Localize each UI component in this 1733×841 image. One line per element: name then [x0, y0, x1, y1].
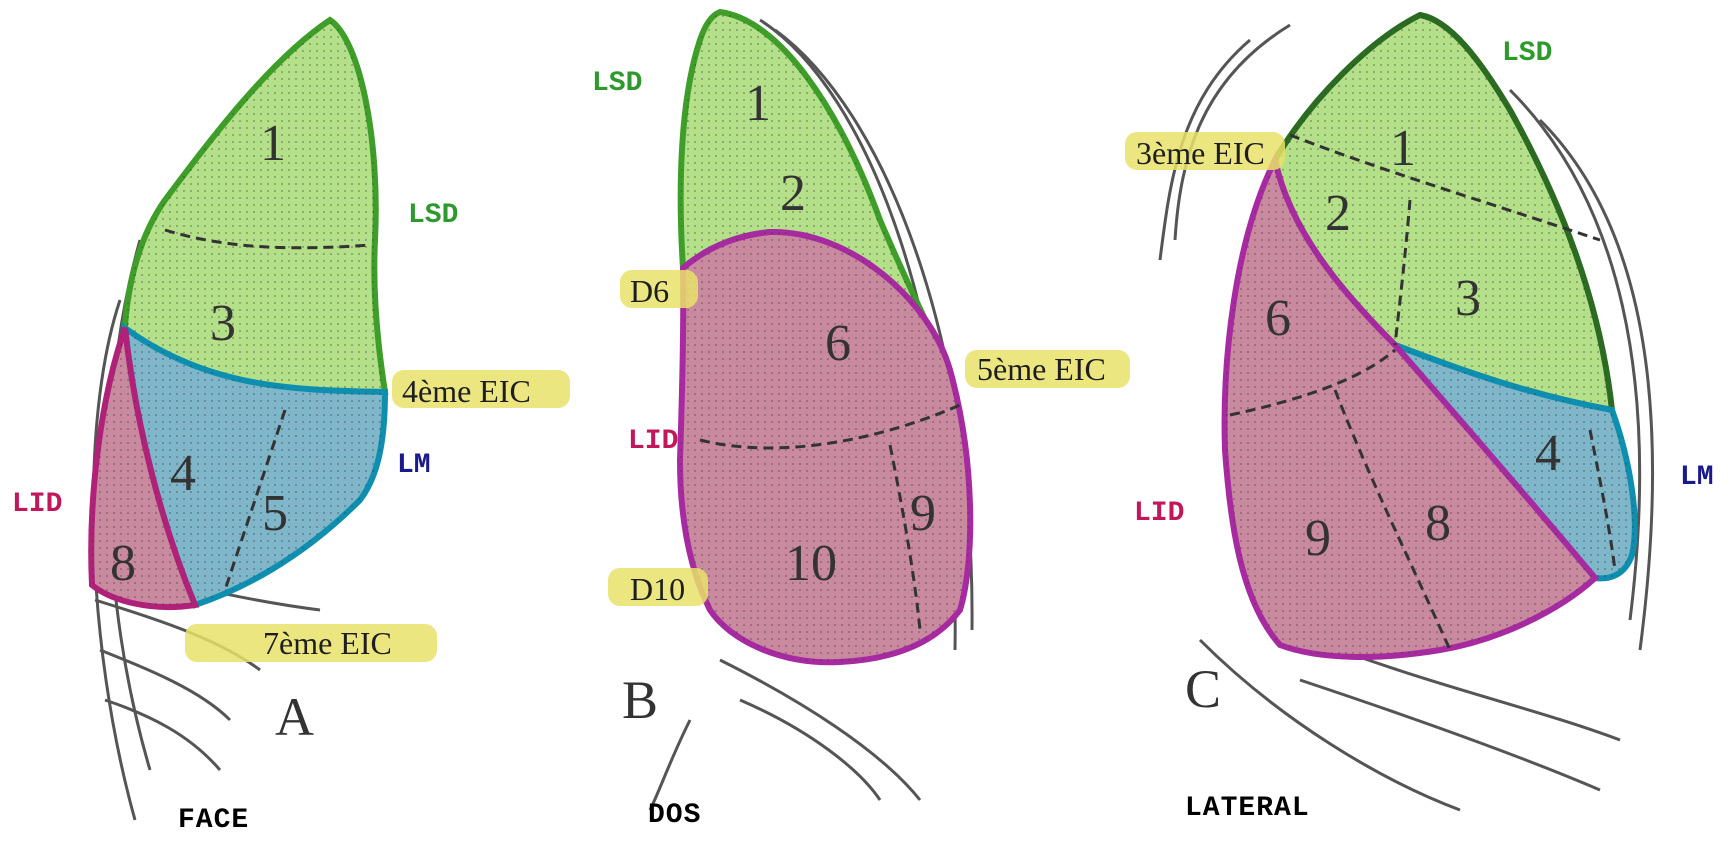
segment-label: 8 [1425, 495, 1451, 552]
panel-caption: DOS [648, 800, 701, 831]
segment-label: 4 [170, 445, 196, 502]
segment-label: 1 [745, 75, 771, 132]
lsd-label: LSD [1502, 38, 1552, 69]
marker-label: 5ème EIC [977, 351, 1106, 387]
segment-label: 4 [1535, 425, 1561, 482]
segment-label: 2 [1325, 185, 1351, 242]
panel-dos: 1 2 6 9 10 LSD LID D6 5ème EIC D10 B DOS [592, 12, 1130, 831]
panel-face: 1 3 4 5 8 LSD LM LID 4ème EIC 7ème EIC A… [12, 20, 570, 836]
lm-label: LM [397, 450, 431, 481]
segment-label: 3 [210, 295, 236, 352]
marker-label: 3ème EIC [1136, 135, 1265, 171]
segment-label: 2 [780, 165, 806, 222]
segment-label: 10 [785, 535, 837, 592]
segment-label: 3 [1455, 270, 1481, 327]
panel-letter: A [275, 687, 314, 747]
marker-label: 4ème EIC [402, 373, 531, 409]
lm-label: LM [1680, 462, 1714, 493]
segment-label: 9 [910, 485, 936, 542]
lid-label: LID [628, 426, 678, 457]
segment-label: 1 [260, 115, 286, 172]
marker-label: D10 [630, 571, 685, 607]
panel-caption: FACE [178, 805, 249, 836]
segment-label: 5 [262, 485, 288, 542]
segment-label: 6 [825, 315, 851, 372]
segment-label: 9 [1305, 510, 1331, 567]
lsd-label: LSD [592, 68, 642, 99]
marker-label: 7ème EIC [263, 625, 392, 661]
lsd-label: LSD [408, 200, 458, 231]
lid-label: LID [1134, 498, 1184, 529]
marker-label: D6 [630, 273, 669, 309]
panel-caption: LATERAL [1185, 793, 1310, 824]
segment-label: 8 [110, 535, 136, 592]
segment-label: 1 [1390, 120, 1416, 177]
segment-label: 6 [1265, 290, 1291, 347]
panel-letter: B [622, 670, 658, 730]
lid-label: LID [12, 489, 62, 520]
panel-letter: C [1185, 659, 1221, 719]
panel-lateral: 1 2 3 6 4 9 8 LSD LM LID 3ème EIC C LATE… [1125, 15, 1714, 824]
